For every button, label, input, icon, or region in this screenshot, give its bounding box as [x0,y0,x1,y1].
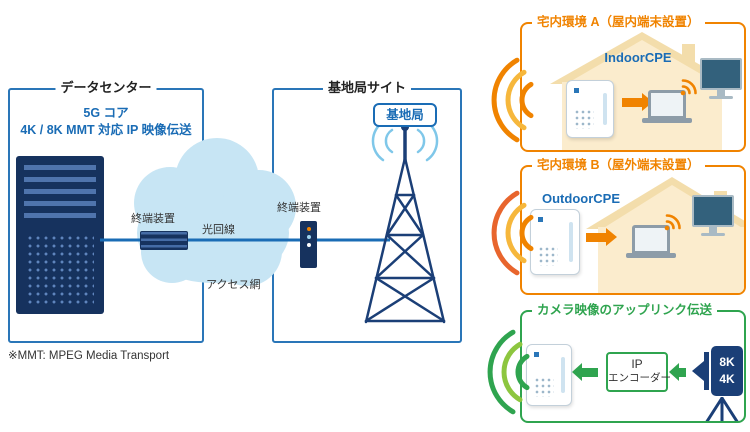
ip-encoder-label-line2: エンコーダー [608,372,671,384]
wifi-signal-a-icon [680,79,697,96]
cpe-device-b-icon [530,209,580,275]
flow-arrow-b-icon [586,228,617,246]
env-b-title: 宅内環境 B（屋外端末設置） [532,157,705,173]
mmt-footnote: ※MMT: MPEG Media Transport [8,350,170,362]
monitor-a-icon [700,58,742,99]
datacenter-subtitle-line1: 5G コア [83,106,129,120]
cpe-device-uplink-icon [526,344,572,406]
tripod-icon [705,397,739,421]
camera-badge-8k: 8K [719,354,735,369]
env-a-box: IndoorCPE [520,22,746,152]
indoor-cpe-label: IndoorCPE [604,50,672,65]
uplink-arrow-1-icon [572,363,598,381]
ip-encoder-box: IP エンコーダー [606,352,671,392]
terminal-device-basestation-label: 終端装置 [277,202,321,214]
uplink-arrow-2-icon [669,363,686,381]
datacenter-title: データセンター [55,80,157,96]
uplink-box: IP エンコーダー 8K 4K [520,310,746,423]
monitor-b-icon [692,195,734,236]
server-rack-dot-matrix [26,234,94,304]
terminal-device-datacenter-icon [140,231,188,250]
camera-badge-4k: 4K [719,372,735,386]
env-b-box: OutdoorCPE [520,165,746,295]
camera-resolution-badge: 8K 4K [711,346,743,396]
uplink-title: カメラ映像のアップリンク伝送 [532,302,718,318]
datacenter-subtitle-line2: 4K / 8K MMT 対応 IP 映像伝送 [20,123,192,137]
access-network-label: アクセス網 [206,279,261,291]
server-rack-icon [16,156,104,314]
cpe-device-a-icon [566,80,614,138]
laptop-a-icon [642,90,692,123]
camera-lens-icon [692,361,704,381]
optical-line-label: 光回線 [202,224,235,236]
terminal-device-datacenter-label: 終端装置 [131,213,175,225]
ip-encoder-label-line1: IP [631,357,643,371]
outdoor-cpe-label: OutdoorCPE [542,191,620,206]
basestation-antenna-label: 基地局 [373,103,437,127]
flow-arrow-a-icon [622,93,653,111]
env-a-title: 宅内環境 A（屋内端末設置） [532,14,705,30]
laptop-b-icon [626,225,676,258]
camera-icon: 8K 4K [692,346,743,396]
wifi-signal-b-icon [664,214,681,231]
basestation-title: 基地局サイト [322,80,412,96]
terminal-device-basestation-icon [300,221,317,268]
server-rack-slats [24,165,96,221]
